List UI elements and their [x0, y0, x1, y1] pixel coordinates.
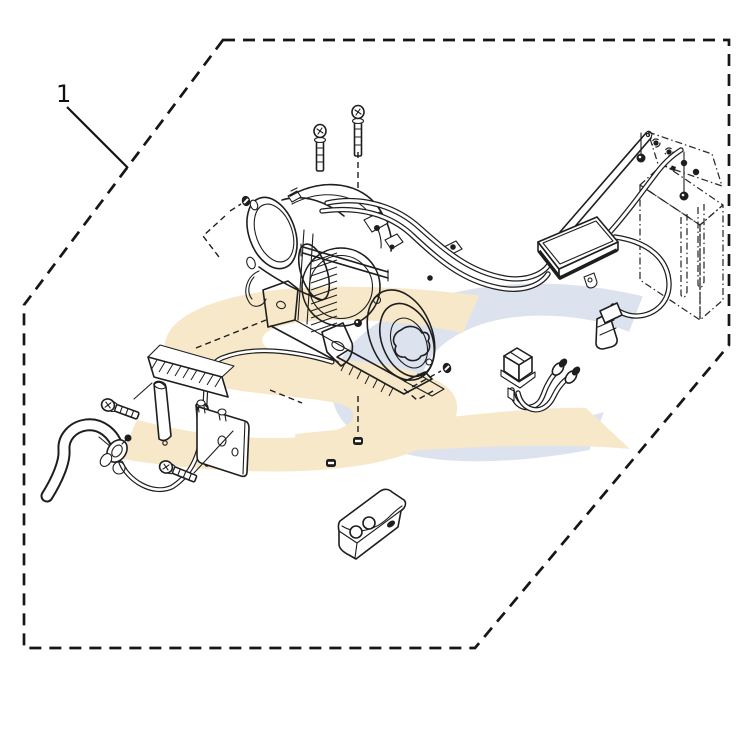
- callout-leader: [66, 106, 129, 169]
- hook-assembly: [40, 418, 132, 503]
- mounting-channel: [262, 280, 445, 397]
- lock-washer-right: [442, 362, 452, 374]
- bolt-leader: [133, 382, 153, 400]
- battery: [636, 131, 724, 321]
- top-bolt-left: [313, 123, 327, 172]
- motor-end-cap: [246, 196, 298, 270]
- callout-1[interactable]: 1: [56, 80, 129, 169]
- fairlead-hatch: [150, 359, 222, 388]
- battery-terminal-post: [679, 191, 689, 201]
- contactor-box: [537, 216, 619, 289]
- top-bolt-right: [351, 104, 365, 432]
- wire-rope: [118, 348, 335, 493]
- circuit-breaker: [595, 302, 623, 350]
- watermark-swoosh: [295, 407, 630, 459]
- roller-fairlead: [147, 344, 250, 478]
- breaker-cap: [599, 302, 623, 324]
- breaker-body: [595, 312, 618, 350]
- remote-control: [337, 488, 407, 560]
- remote-port: [386, 520, 396, 528]
- base-hatch: [340, 362, 394, 397]
- rocker-switch: [500, 347, 581, 413]
- remote-button-1: [349, 525, 363, 539]
- mounting-strap: [559, 130, 653, 238]
- left-mount-tab: [262, 280, 299, 328]
- housing-hub: [392, 325, 431, 362]
- fairlead-bolt-upper: [100, 382, 153, 420]
- cable-drum: [297, 243, 381, 333]
- battery-side-face: [699, 204, 724, 321]
- flange-nut-lower: [326, 459, 336, 467]
- leader-lines: [195, 203, 442, 404]
- safety-ring: [112, 461, 126, 475]
- winch-motor: [245, 187, 345, 307]
- front-foot-tab: [321, 322, 354, 367]
- motor-terminal: [287, 190, 302, 203]
- lock-washer-left: [241, 195, 251, 207]
- contactor-tab: [583, 272, 598, 289]
- motor-mount-tab: [245, 270, 267, 307]
- base-channel: [336, 349, 433, 395]
- winch-assembly: [245, 183, 463, 397]
- fairlead-bolt-lower: [158, 430, 234, 483]
- drum-right-flange: [301, 247, 381, 327]
- fairlead-roller-left: [153, 381, 172, 442]
- switch-connector-1: [551, 358, 568, 376]
- flange-nut-upper: [353, 437, 363, 445]
- watermark-letter-s: S: [112, 241, 510, 525]
- battery-terminal-post: [636, 153, 646, 163]
- contactor-top-face: [537, 216, 619, 270]
- battery-cell-stud: [653, 140, 659, 146]
- remote-button-2: [362, 516, 376, 530]
- kit-boundary: [22, 38, 731, 650]
- callout-label: 1: [56, 80, 71, 108]
- battery-front-face: [639, 184, 701, 321]
- battery-cap-block: [647, 131, 723, 187]
- drum-cable-wraps: [310, 252, 338, 333]
- power-cables: [319, 130, 684, 319]
- switch-connector-2: [564, 366, 581, 384]
- bolt-leader: [193, 430, 234, 474]
